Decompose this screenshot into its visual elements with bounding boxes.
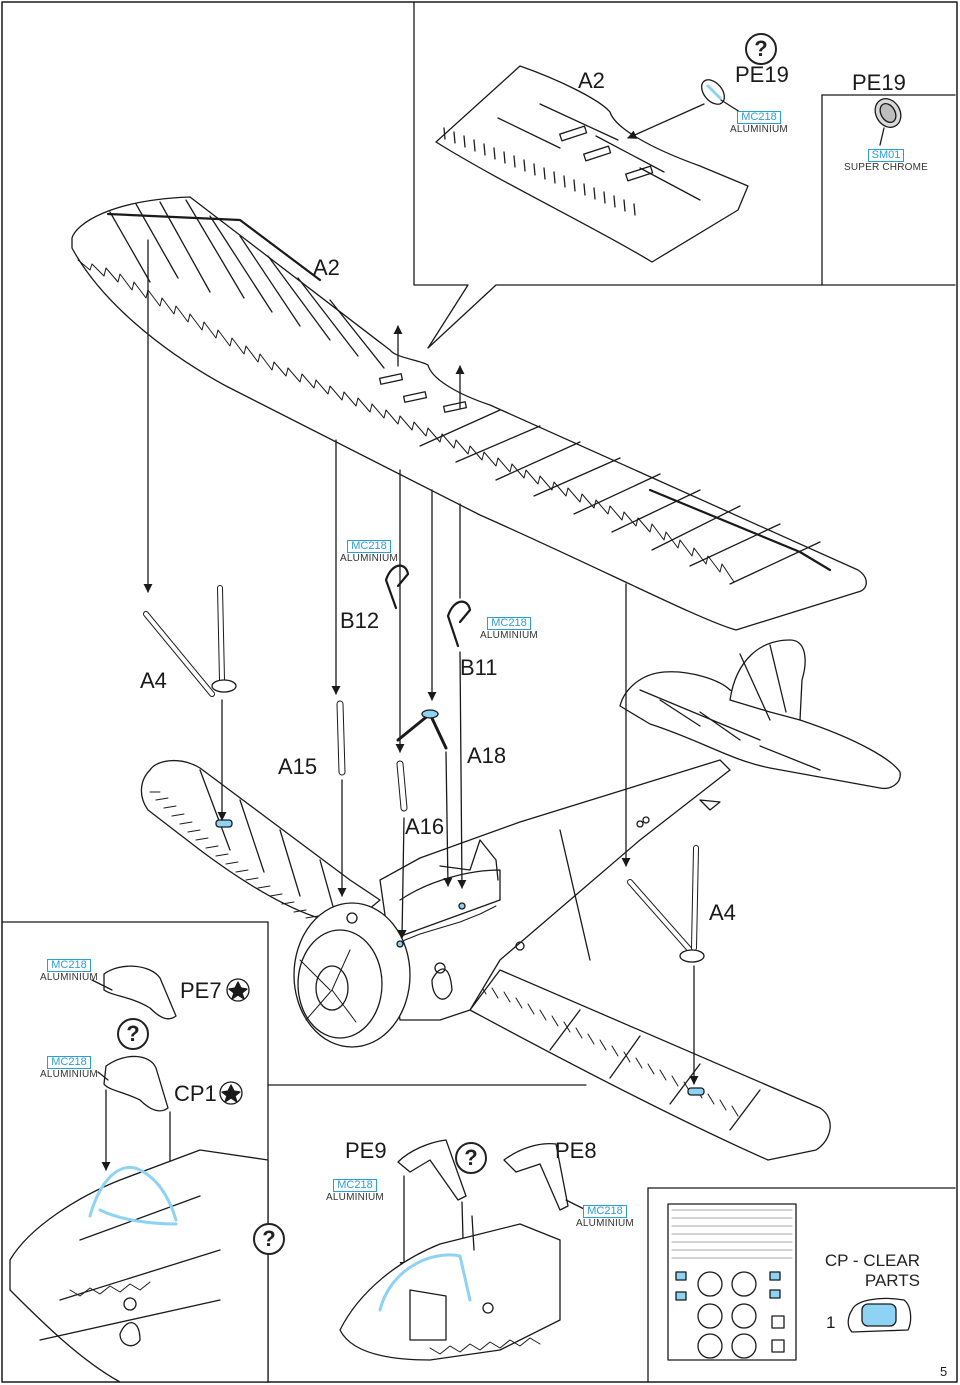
label-a4-left: A4 <box>140 668 167 693</box>
clear-parts-sprue <box>667 1203 797 1361</box>
label-a18: A18 <box>467 743 507 768</box>
lower-wing-left <box>140 760 381 926</box>
label-a2-inset: A2 <box>578 68 605 93</box>
paint-callout-b11: MC218 ALUMINIUM <box>478 614 540 641</box>
paint-callout-b12: MC218 ALUMINIUM <box>338 537 400 564</box>
cp1-part <box>103 1055 169 1112</box>
paint-name: ALUMINIUM <box>576 1218 634 1229</box>
paint-name: ALUMINIUM <box>480 630 538 641</box>
paint-code: MC218 <box>333 1179 377 1192</box>
paint-code: MC218 <box>487 617 531 630</box>
paint-code: MC218 <box>347 540 391 553</box>
label-a2-main: A2 <box>313 255 340 280</box>
paint-callout-pe7: MC218 ALUMINIUM <box>36 956 102 983</box>
paint-code: MC218 <box>47 1056 91 1069</box>
inset-box-clear-parts <box>647 1187 956 1383</box>
question-mark-icon: ? <box>745 33 777 65</box>
engine-cowling <box>293 902 411 1048</box>
label-pe9: PE9 <box>345 1138 387 1163</box>
cockpit-detail-left <box>9 1149 269 1383</box>
label-b12: B12 <box>340 608 380 633</box>
inset-box-top <box>413 1 956 349</box>
upper-wing <box>71 196 867 631</box>
label-b11: B11 <box>460 655 498 680</box>
paint-callout-pe9: MC218 ALUMINIUM <box>322 1176 388 1203</box>
paint-code: MC218 <box>47 959 91 972</box>
label-a16: A16 <box>405 814 445 839</box>
inset-wing-section <box>435 65 749 263</box>
tail <box>619 639 901 811</box>
paint-code: SM01 <box>867 149 905 162</box>
cockpit-detail-center <box>339 1215 561 1361</box>
paint-name: ALUMINIUM <box>40 972 98 983</box>
label-pe7: PE7 <box>180 978 222 1003</box>
label-pe19-top: PE19 <box>735 62 789 87</box>
label-cp1: CP1 <box>174 1081 217 1106</box>
label-pe19-side: PE19 <box>852 70 906 95</box>
clear-parts-title-line2: PARTS <box>864 1270 920 1290</box>
paint-name: ALUMINIUM <box>340 553 398 564</box>
pe8-part <box>503 1142 569 1211</box>
clear-parts-title: CP - CLEAR PARTS <box>810 1251 920 1290</box>
paint-name: SUPER CHROME <box>843 162 929 173</box>
pe7-part <box>103 965 177 1020</box>
question-mark-icon: ? <box>253 1223 285 1255</box>
paint-name: ALUMINIUM <box>730 124 788 135</box>
clear-parts-title-line1: CP - CLEAR <box>824 1251 920 1270</box>
label-cp-count: 1 <box>826 1313 836 1332</box>
page-number: 5 <box>940 1364 948 1379</box>
paint-code: MC218 <box>737 111 781 124</box>
label-a15: A15 <box>278 754 318 779</box>
a18-strut <box>396 709 448 750</box>
struts-right-a4 <box>627 845 705 963</box>
label-pe8: PE8 <box>555 1138 597 1163</box>
paint-name: ALUMINIUM <box>40 1069 98 1080</box>
paint-callout-cp1: MC218 ALUMINIUM <box>36 1053 102 1080</box>
paint-code: MC218 <box>583 1205 627 1218</box>
question-mark-icon: ? <box>455 1142 487 1174</box>
pe9-part <box>397 1139 467 1201</box>
lower-wing-right <box>469 969 831 1161</box>
paint-callout-pe8: MC218 ALUMINIUM <box>572 1202 638 1229</box>
paint-callout-pe19-chrome: SM01 SUPER CHROME <box>836 146 936 173</box>
fuselage <box>293 759 731 1048</box>
label-a4-right: A4 <box>709 900 736 925</box>
paint-name: ALUMINIUM <box>326 1192 384 1203</box>
paint-callout-pe19: MC218 ALUMINIUM <box>726 108 792 135</box>
struts-left-a4 <box>143 585 237 697</box>
question-mark-icon: ? <box>117 1018 149 1050</box>
